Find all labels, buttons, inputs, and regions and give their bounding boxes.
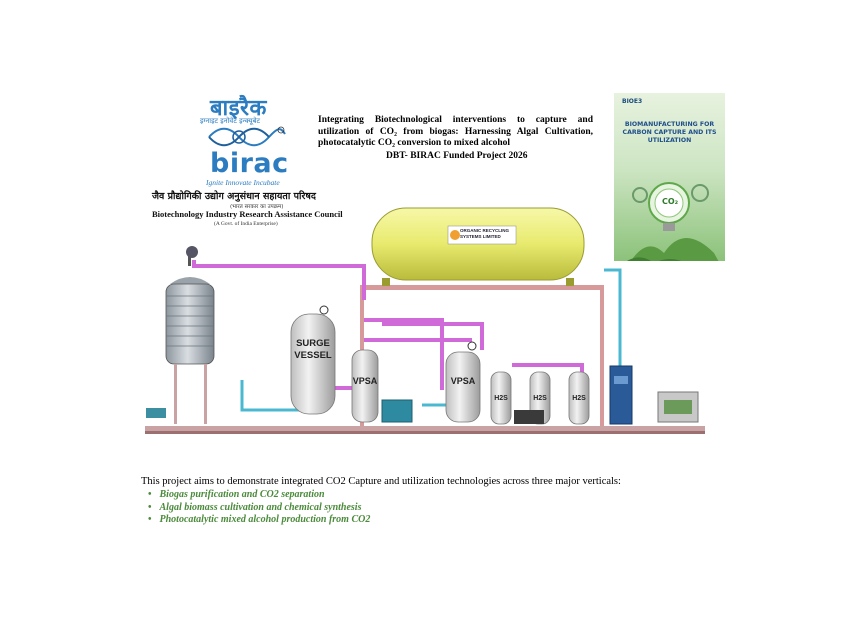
project-subtitle: DBT- BIRAC Funded Project 2026 <box>386 151 528 161</box>
list-item: Photocatalytic mixed alcohol production … <box>148 514 371 527</box>
birac-logo: बाइरैक इग्नाइट इनोवेट इन्क्यूबेट birac I… <box>152 92 352 232</box>
hindi-govt-note: (भारत सरकार का उपक्रम) <box>230 204 284 210</box>
h2s-2-label: H2S <box>533 395 547 402</box>
birac-hindi-tagline: इग्नाइट इनोवेट इन्क्यूबेट <box>200 117 261 125</box>
hindi-council-name: जैव प्रौद्योगिकी उद्योग अनुसंधान सहायता … <box>152 191 316 202</box>
list-item: Biogas purification and CO2 separation <box>148 489 370 502</box>
co2-bulb-icon <box>627 182 719 261</box>
project-title: Integrating Biotechnological interventio… <box>318 115 593 148</box>
list-item: Algal biomass cultivation and chemical s… <box>148 502 370 515</box>
cover-title: BIOMANUFACTURING FOR CARBON CAPTURE AND … <box>622 121 717 144</box>
birac-tagline: Ignite Innovate Incubate <box>206 178 280 187</box>
birac-hindi-name: बाइरैक <box>210 96 267 121</box>
vpsa-1-label: VPSA <box>353 376 378 386</box>
book-cover: BIOE3 BIOMANUFACTURING FOR CARBON CAPTUR… <box>614 93 725 261</box>
biogas-plant-illustration: SURGE VESSEL VPSA VPSA H2S H2S H2S <box>145 207 705 434</box>
dna-icon <box>208 126 286 147</box>
govt-note: (A Govt. of India Enterprise) <box>214 221 278 227</box>
birac-wordmark: birac <box>210 148 289 179</box>
surge-vessel-label: SURGE <box>296 338 330 349</box>
h2s-1-label: H2S <box>494 395 508 402</box>
verticals-list: Biogas purification and CO2 separation A… <box>148 489 371 527</box>
cover-logos: BIOE3 <box>622 98 643 105</box>
vpsa-2-label: VPSA <box>451 376 476 386</box>
cover-co2-label: CO₂ <box>662 197 679 206</box>
council-name: Biotechnology Industry Research Assistan… <box>152 209 343 219</box>
h2s-3-label: H2S <box>572 395 586 402</box>
intro-text: This project aims to demonstrate integra… <box>141 476 621 487</box>
surge-vessel-label-2: VESSEL <box>294 350 332 361</box>
tank-logo-text: ORGANIC RECYCLING SYSTEMS LIMITED <box>460 228 510 239</box>
